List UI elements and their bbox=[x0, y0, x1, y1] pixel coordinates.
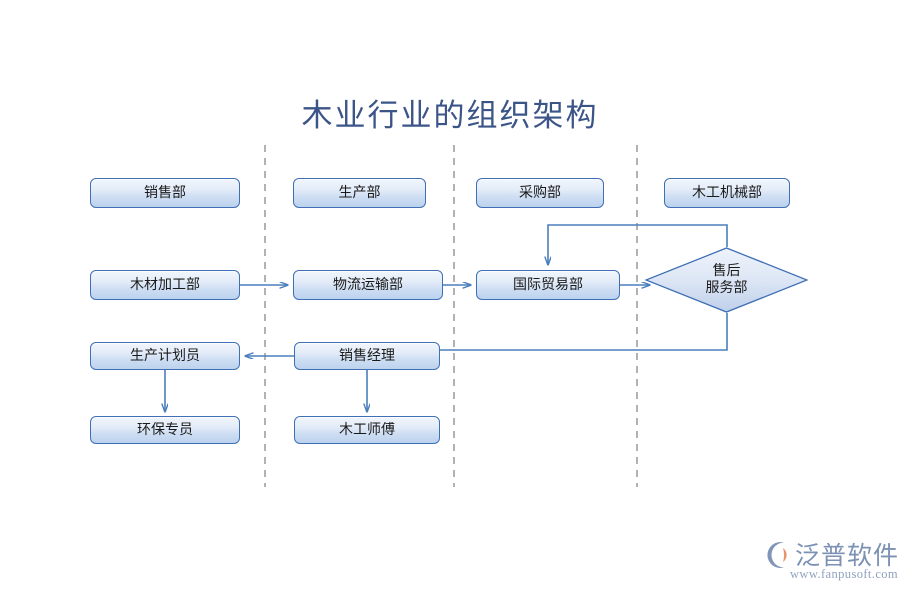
node-label: 物流运输部 bbox=[333, 276, 403, 293]
node-label: 环保专员 bbox=[137, 421, 193, 438]
node-after-sales-service-dept[interactable]: 售后 服务部 bbox=[645, 247, 808, 313]
node-production-dept[interactable]: 生产部 bbox=[293, 178, 426, 208]
diamond-label-line2: 服务部 bbox=[705, 280, 748, 296]
node-label: 销售经理 bbox=[339, 347, 395, 364]
node-sales-manager[interactable]: 销售经理 bbox=[294, 342, 440, 370]
node-purchasing-dept[interactable]: 采购部 bbox=[476, 178, 604, 208]
node-label: 采购部 bbox=[519, 184, 561, 201]
node-carpenter-master[interactable]: 木工师傅 bbox=[294, 416, 440, 444]
node-label: 销售部 bbox=[144, 184, 186, 201]
node-environmental-officer[interactable]: 环保专员 bbox=[90, 416, 240, 444]
node-production-planner[interactable]: 生产计划员 bbox=[90, 342, 240, 370]
brand-name: 泛普软件 bbox=[795, 541, 900, 570]
node-woodworking-machinery-dept[interactable]: 木工机械部 bbox=[664, 178, 790, 208]
connector-aftersales-to-sales-manager bbox=[440, 313, 728, 351]
diamond-label-line1: 售后 bbox=[712, 262, 741, 279]
node-label: 木工师傅 bbox=[339, 421, 395, 438]
fanpu-logo-icon bbox=[767, 542, 787, 568]
brand-url: www.fanpusoft.com bbox=[790, 567, 899, 581]
node-sales-dept[interactable]: 销售部 bbox=[90, 178, 240, 208]
page-title: 木业行业的组织架构 bbox=[301, 98, 599, 134]
diamond-shape bbox=[645, 247, 808, 313]
node-label: 木材加工部 bbox=[130, 276, 200, 293]
node-label: 生产部 bbox=[338, 184, 381, 201]
node-label: 木工机械部 bbox=[692, 184, 762, 201]
node-label: 国际贸易部 bbox=[513, 276, 583, 293]
node-logistics-transport-dept[interactable]: 物流运输部 bbox=[293, 270, 443, 300]
node-label: 生产计划员 bbox=[130, 347, 200, 364]
brand-logo: 泛普软件 www.fanpusoft.com bbox=[762, 536, 898, 586]
node-international-trade-dept[interactable]: 国际贸易部 bbox=[476, 270, 620, 300]
node-timber-processing-dept[interactable]: 木材加工部 bbox=[90, 270, 240, 300]
